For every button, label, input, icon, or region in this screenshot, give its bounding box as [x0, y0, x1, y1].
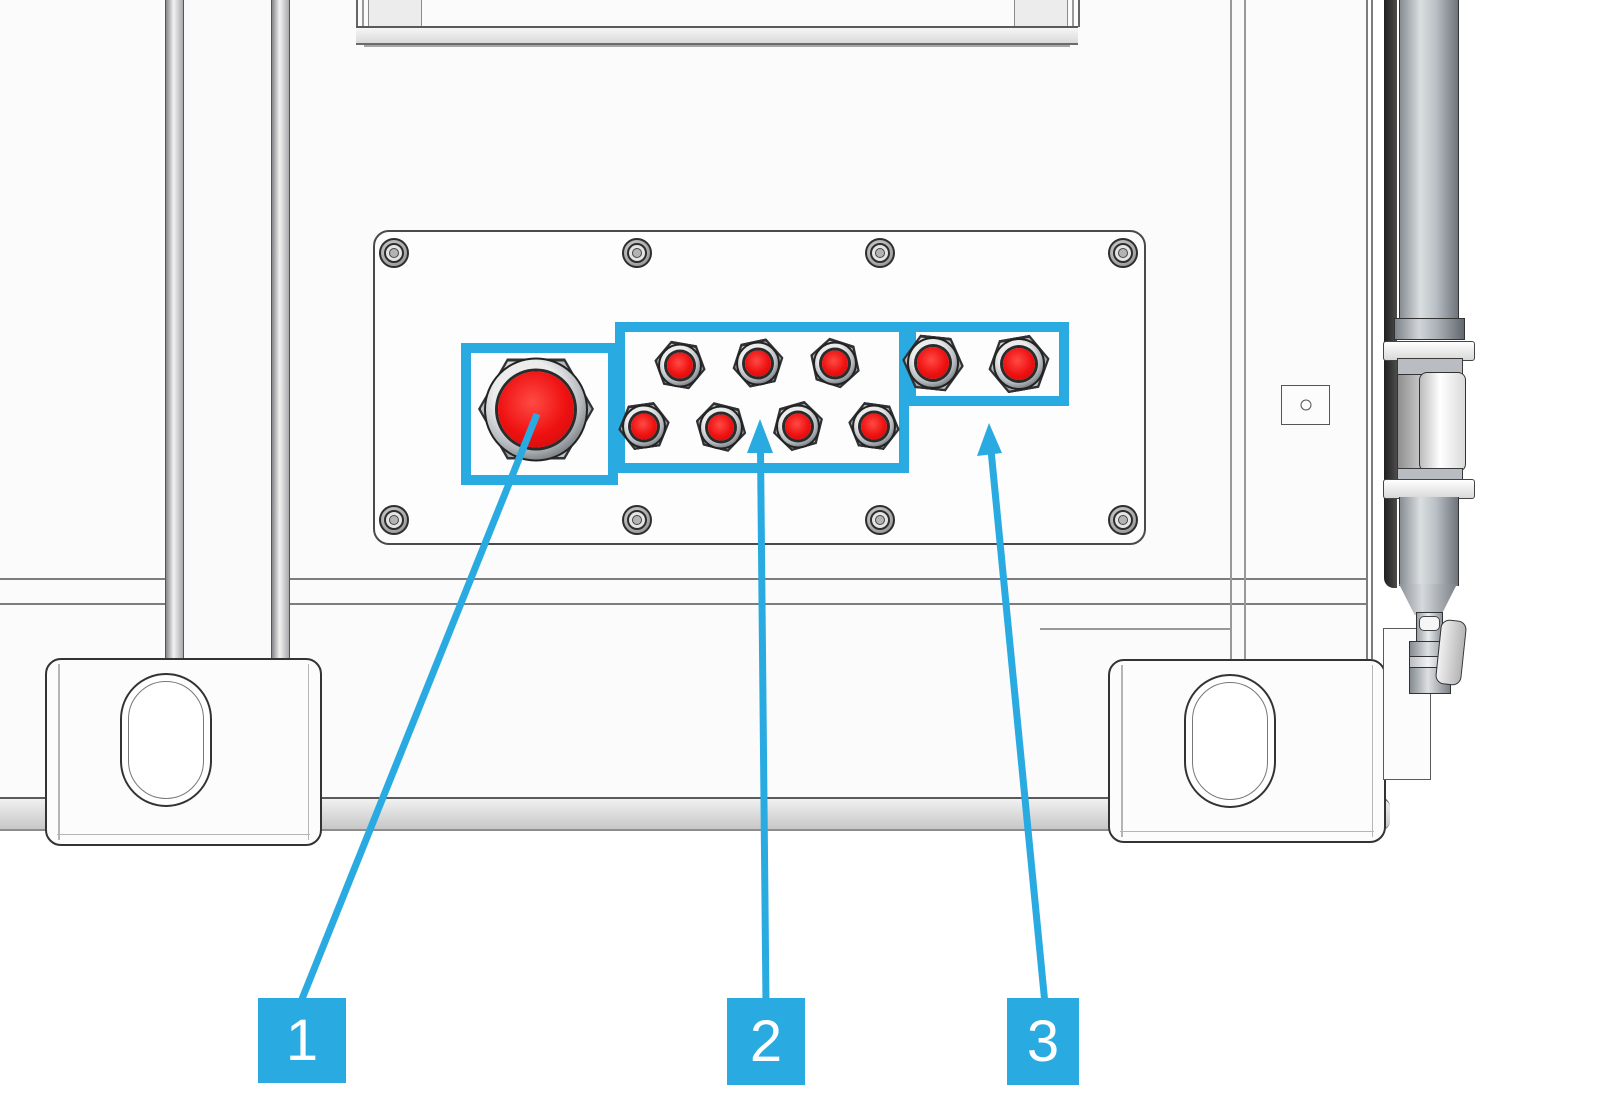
bracket-edge-line [57, 833, 310, 835]
access-square-hole [1300, 399, 1311, 411]
tray-right-edge-line-b [1078, 0, 1080, 27]
gland-red-cap [667, 352, 693, 378]
vertical-pipe-lower [1399, 497, 1459, 586]
pipe-funnel [1399, 584, 1457, 615]
panel-screw [1108, 505, 1138, 535]
gland-red-cap [1003, 348, 1035, 380]
large-cable-gland [478, 357, 594, 461]
small-cable-gland [695, 405, 747, 450]
vertical-pipe-upper [1399, 0, 1459, 322]
gland-red-cap [498, 371, 574, 447]
tray-left-edge-line-b [362, 0, 364, 27]
panel-screw [865, 238, 895, 268]
bracket-edge-line [1121, 665, 1123, 837]
face-right-edge-inner [1371, 0, 1373, 659]
small-cable-gland [618, 404, 670, 449]
panel-screw [379, 505, 409, 535]
panel-screw [1108, 238, 1138, 268]
gland-red-cap [745, 350, 771, 376]
left-post [182, 0, 274, 659]
callout-label-2: 2 [727, 998, 805, 1085]
small-cable-gland [848, 404, 900, 449]
tray-bottom-bar [356, 26, 1078, 45]
panel-screw [622, 505, 652, 535]
pipe-flange-lower [1383, 479, 1475, 499]
gland-metal-ring [736, 341, 780, 385]
left-post-left-rail [165, 0, 184, 659]
face-right-edge-outer [1366, 0, 1368, 659]
left-post-right-rail [271, 0, 290, 659]
vertical-seam-right [1244, 0, 1246, 659]
lifting-oval-cutout [1184, 674, 1276, 808]
medium-cable-gland [902, 336, 964, 390]
gland-red-cap [708, 414, 734, 440]
small-cable-gland [772, 404, 824, 449]
seam-line-lower [0, 603, 1366, 605]
bracket-edge-line [307, 664, 309, 840]
pipe-collar [1394, 318, 1465, 340]
medium-cable-gland [988, 337, 1050, 391]
small-cable-gland [654, 343, 706, 388]
panel-screw [865, 505, 895, 535]
corner-bracket-right [1108, 659, 1386, 843]
panel-screw [379, 238, 409, 268]
gland-red-cap [822, 350, 848, 376]
panel-screw [622, 238, 652, 268]
small-cable-gland [732, 341, 784, 386]
gland-red-cap [631, 413, 657, 439]
vertical-seam-left [1230, 0, 1232, 659]
shadow-gap-strip [1384, 0, 1397, 588]
gland-red-cap [861, 413, 887, 439]
tray-under-line [364, 45, 1070, 47]
callout-label-1: 1 [258, 998, 346, 1083]
callout-label-3: 3 [1007, 998, 1079, 1085]
access-square [1281, 385, 1330, 425]
roller-drum [1419, 372, 1466, 472]
bracket-edge-line [58, 664, 60, 840]
tray-right-edge-line-a [1072, 0, 1074, 27]
bracket-edge-line [1371, 665, 1373, 837]
small-cable-gland [809, 341, 861, 386]
bracket-edge-line [1120, 830, 1374, 832]
gland-red-cap [917, 347, 949, 379]
corner-bracket-left [45, 658, 322, 846]
tray-left-edge-line-a [356, 0, 358, 27]
seam-line-upper [0, 578, 1366, 580]
seam-line-right-short [1040, 628, 1231, 630]
valve-handle [1434, 618, 1468, 687]
gland-red-cap [785, 413, 811, 439]
lifting-oval-cutout [120, 673, 212, 807]
